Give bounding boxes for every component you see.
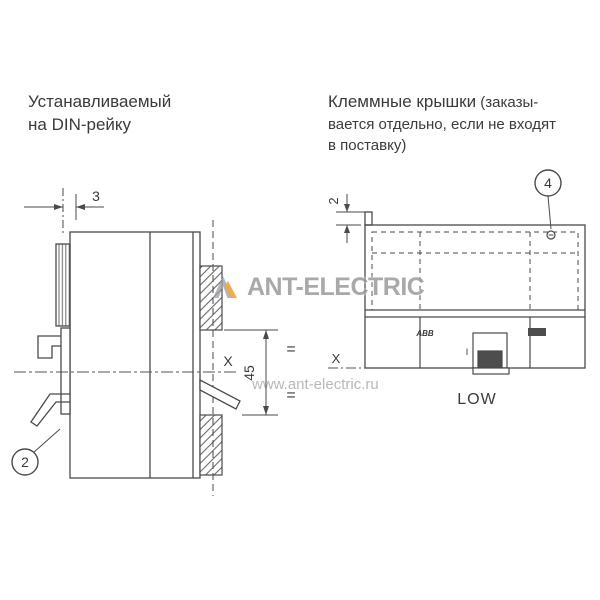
x-axis-mark: X [328,351,365,369]
right-title-line2: вается отдельно, если не входят [328,116,556,133]
right-section-title: Клеммные крышки (заказы- вается отдельно… [328,90,594,156]
dimension-3: 3 [24,188,104,236]
handle [477,350,503,369]
ant-electric-logo-icon [213,276,237,298]
right-title-paren: (заказы- [476,94,539,111]
center-axis: X [14,353,238,373]
din-clip-hook [37,335,70,359]
dim-2-label: 2 [326,197,341,204]
cover-hidden-edges [371,231,579,311]
din-rail-side-view-drawing: X 3 45 = = 2 [11,188,296,496]
callout-4: 4 [534,169,562,230]
equal-mark-bottom: = [286,387,295,404]
terminal-strip [55,243,71,327]
abb-logo: ABB [415,329,434,338]
bottom-tab [472,367,510,375]
watermark-brand: ANT-ELECTRIC [247,272,425,301]
callout-2: 2 [11,428,61,476]
dim-45-label: 45 [241,365,257,381]
toggle-handle [199,378,241,410]
low-label: LOW [457,391,496,408]
right-title-line3: в поставку) [328,137,407,154]
dimension-45: 45 [224,329,278,416]
right-title-line1: Клеммные крышки (заказы- [328,90,594,114]
watermark-url: www.ant-electric.ru [252,376,379,393]
callout-2-label: 2 [21,454,29,470]
breaker-body [30,231,201,479]
din-clip-spring [30,393,70,427]
type-badge [528,328,546,336]
left-title-line1: Устанавливаемый [28,92,172,111]
left-section-title: Устанавливаемый на DIN-рейку [28,90,171,136]
callout-4-label: 4 [544,175,552,191]
breaker-face [419,230,556,375]
dimension-2: 2 [326,194,365,243]
right-title-main: Клеммные крышки [328,92,477,111]
equal-mark-top: = [286,341,295,358]
axis-x-label: X [332,351,341,366]
left-title-line2: на DIN-рейку [28,115,132,134]
watermark: ANT-ELECTRIC [210,272,425,302]
on-mark: I [466,347,469,357]
cover-outline [364,211,586,369]
dim-3-label: 3 [92,188,100,204]
terminal-cover-front-view-drawing: ABB I 2 4 X LOW [326,169,586,408]
mounting-panel-section [199,220,223,496]
din-clip-slider [60,327,71,415]
axis-x-label: X [223,353,233,369]
